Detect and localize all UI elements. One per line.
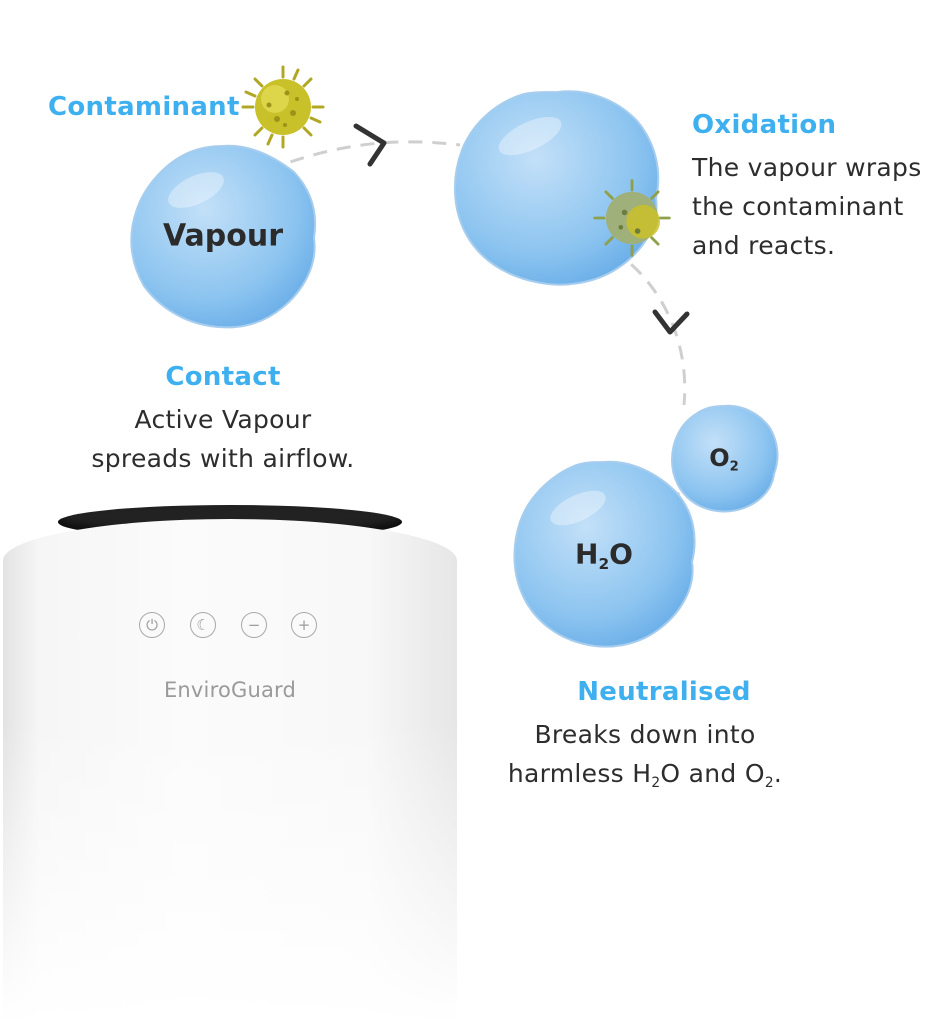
minus-button[interactable]: − — [241, 612, 267, 638]
vapour-bubble: Vapour — [126, 140, 320, 332]
plus-icon: + — [297, 615, 311, 634]
contaminant-heading: Contaminant — [48, 92, 240, 122]
h2o-label: H2O — [575, 537, 633, 573]
o2-label: O2 — [709, 444, 739, 475]
vapour-label: Vapour — [162, 218, 284, 254]
neutralised-text: Breaks down into harmless H2O and O2. — [507, 720, 783, 791]
arrow-down-icon — [652, 309, 690, 335]
virus-icon — [593, 179, 671, 257]
air-purifier-device: ⏻ ☾ − + EnviroGuard — [0, 505, 460, 1024]
oxidation-bubble — [450, 84, 671, 288]
plus-button[interactable]: + — [291, 612, 317, 638]
neutralised-heading: Neutralised — [577, 677, 751, 707]
virus-icon — [241, 65, 325, 149]
device-body: ⏻ ☾ − + EnviroGuard — [3, 519, 457, 1024]
minus-icon: − — [247, 615, 261, 634]
arrow-right-icon — [353, 123, 387, 167]
oxidation-heading: Oxidation — [692, 110, 837, 140]
power-button[interactable]: ⏻ — [139, 612, 165, 638]
moon-icon: ☾ — [196, 615, 210, 634]
oxidation-text: The vapour wraps the contaminant and rea… — [692, 153, 922, 260]
h2o-bubble: H2O — [508, 456, 700, 652]
brand-logo: EnviroGuard — [163, 678, 297, 702]
contact-heading: Contact — [165, 362, 281, 392]
night-mode-button[interactable]: ☾ — [190, 612, 216, 638]
power-icon: ⏻ — [146, 615, 158, 634]
contact-text: Active Vapour spreads with airflow. — [91, 405, 355, 473]
o2-bubble: O2 — [668, 402, 780, 514]
